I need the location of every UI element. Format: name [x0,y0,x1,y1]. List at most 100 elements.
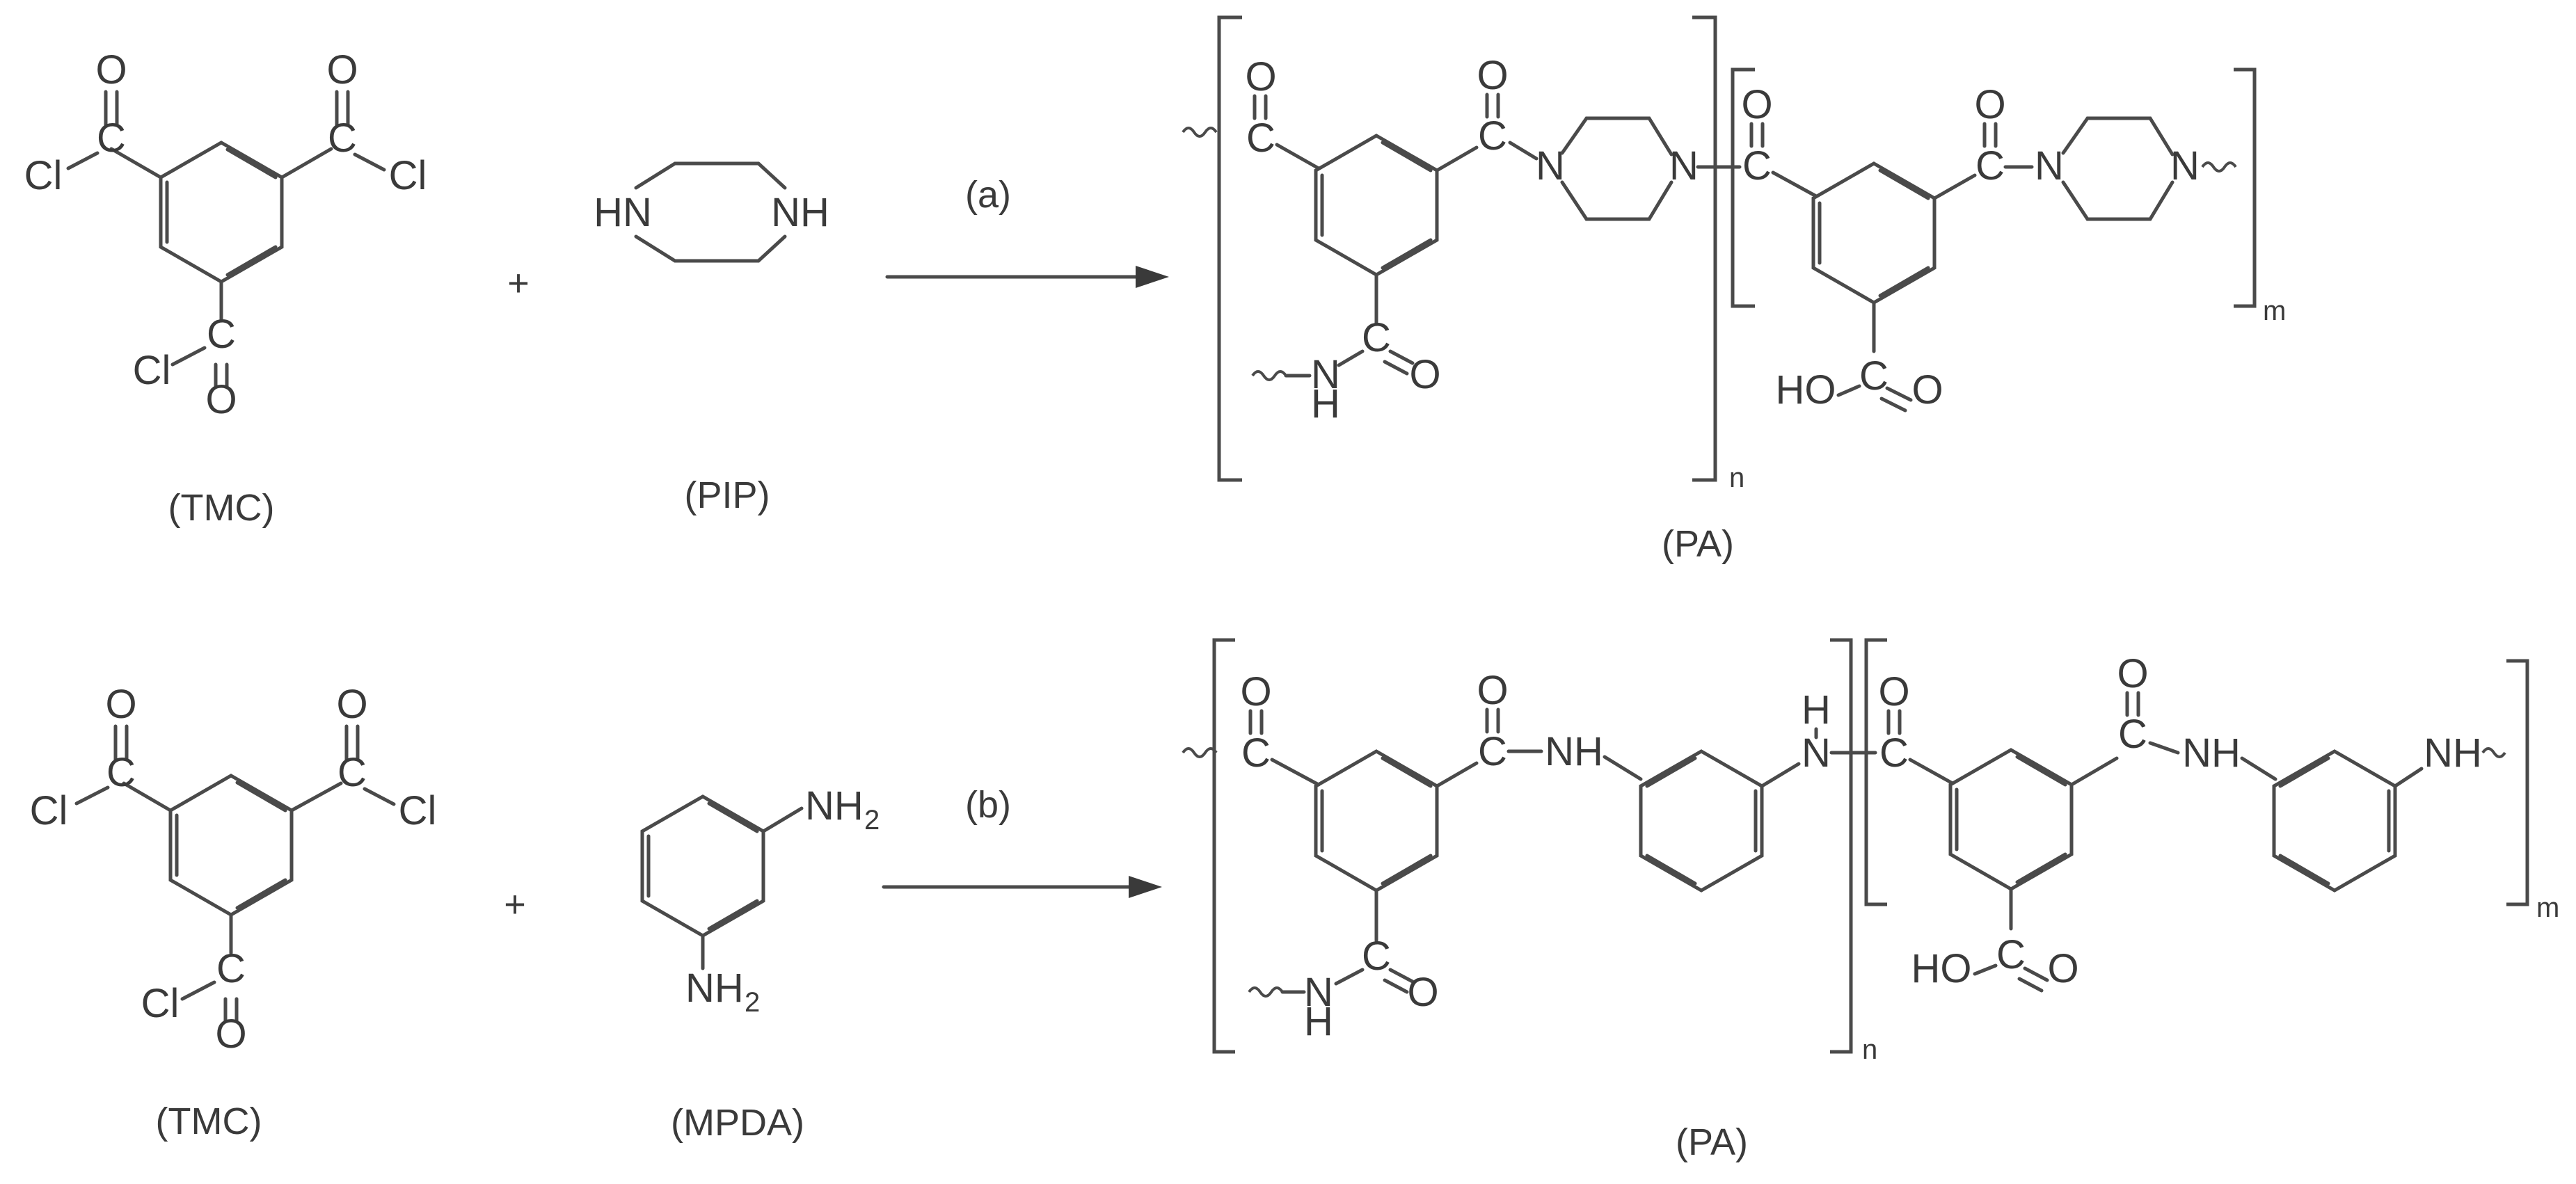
hydroxyl-group: HO [1776,367,1836,413]
oxygen-atom: O [1741,82,1772,127]
oxygen-atom: O [1911,367,1943,413]
carbon-atom: C [1246,115,1275,161]
wavy-bond [2201,161,2237,173]
chlorine-atom: Cl [399,788,437,833]
carbon-atom: C [1362,934,1391,979]
benzene-ring [159,141,284,284]
nitrogen-atom: N [2170,143,2200,189]
amino-group: NH [685,966,744,1011]
nitrogen-atom: N [2035,143,2064,189]
carbon-atom: C [328,115,357,161]
chlorine-atom: Cl [30,788,68,833]
subscript-2: 2 [864,805,880,835]
condition-label-a: (a) [965,174,1011,216]
oxygen-atom: O [336,682,367,727]
oxygen-atom: O [2117,651,2148,696]
tmc-label: (TMC) [168,487,275,529]
reaction-a: O C Cl O C Cl C Cl O (TMC) + HN NH [24,15,2286,565]
chlorine-atom: Cl [141,981,180,1026]
oxygen-atom: O [105,682,136,727]
amine-nh-atom: HN [594,190,652,235]
tmc-molecule-a: O C Cl O C Cl C Cl O [24,47,427,422]
carbon-atom: C [216,946,246,991]
benzene-ring [1811,161,1937,305]
left-bracket [1212,638,1235,1054]
carbon-atom: C [1859,353,1889,399]
pip-label: (PIP) [684,474,770,516]
amine-nh-atom: NH [2182,730,2241,776]
polyamide-product-b: n C O C O NH [1182,638,2559,1065]
right-bracket [2234,67,2257,308]
reaction-arrow-a [885,266,1169,288]
repeat-unit-m: m [2263,296,2286,326]
chlorine-atom: Cl [133,348,171,393]
amine-nh-atom: NH [771,190,829,235]
condition-label-b: (b) [965,784,1011,826]
pa-label: (PA) [1662,523,1734,565]
chlorine-atom: Cl [24,153,63,198]
nitrogen-atom: N [1311,352,1340,397]
oxygen-atom: O [1409,352,1440,397]
wavy-bond [1182,747,1218,758]
right-bracket [2506,659,2529,906]
oxygen-atom: O [205,377,237,422]
carbon-atom: C [1362,315,1391,360]
mpda-molecule: NH 2 NH 2 [640,783,880,1018]
benzene-ring [168,774,294,917]
plus-sign: + [507,262,530,304]
carbon-atom: C [1478,729,1507,774]
subscript-2: 2 [745,987,760,1018]
nitrogen-atom: N [1669,143,1699,189]
carbon-atom: C [1996,932,2026,977]
left-bracket [1217,15,1242,482]
oxygen-atom: O [1245,54,1276,99]
oxygen-atom: O [1407,970,1438,1015]
oxygen-atom: O [1240,669,1271,714]
mpda-label: (MPDA) [671,1102,804,1144]
repeat-unit-n: n [1729,463,1744,493]
left-bracket [1731,67,1755,308]
hydrogen-atom: H [1304,999,1333,1044]
repeat-unit-m: m [2536,893,2559,923]
nitrogen-atom: N [1536,143,1565,189]
carbon-atom: C [1742,143,1772,189]
wavy-bond [1248,986,1284,998]
nitrogen-atom: N [1304,970,1333,1015]
tmc-label: (TMC) [156,1101,262,1142]
repeat-unit-n: n [1862,1034,1877,1065]
carbon-atom: C [1478,113,1507,159]
hydrogen-atom: H [1802,687,1831,733]
plus-sign: + [504,883,526,925]
oxygen-atom: O [1477,53,1508,98]
chlorine-atom: Cl [389,153,427,198]
benzene-ring [1639,749,1764,893]
oxygen-atom: O [326,47,358,93]
amine-nh-atom: NH [1545,729,1603,774]
carbon-atom: C [1241,730,1271,776]
wavy-bond [1182,127,1218,138]
benzene-ring [1314,134,1439,277]
oxygen-atom: O [1477,668,1508,713]
tmc-molecule-b: O C Cl O C Cl C Cl O [30,682,437,1057]
polyamide-product-a: n C O C O N N C [1182,15,2286,493]
benzene-ring [2272,749,2397,893]
oxygen-atom: O [2047,946,2078,991]
hydroxyl-group: HO [1911,946,1972,991]
carbon-atom: C [1975,143,2005,189]
amino-group: NH [805,783,864,829]
carbon-atom: C [2118,712,2147,757]
carbon-atom: C [106,750,136,795]
pa-label: (PA) [1676,1121,1748,1163]
right-bracket [1692,15,1717,482]
oxygen-atom: O [1878,669,1909,714]
benzene-ring [1314,749,1439,893]
hydrogen-atom: H [1311,381,1340,426]
wavy-bond [1251,370,1287,381]
oxygen-atom: O [1974,82,2005,127]
benzene-ring [1948,748,2074,891]
pip-molecule: HN NH [594,161,829,263]
nitrogen-atom: N [1802,730,1831,776]
oxygen-atom: O [215,1011,246,1057]
carbon-atom: C [337,750,367,795]
left-bracket [1864,638,1887,906]
